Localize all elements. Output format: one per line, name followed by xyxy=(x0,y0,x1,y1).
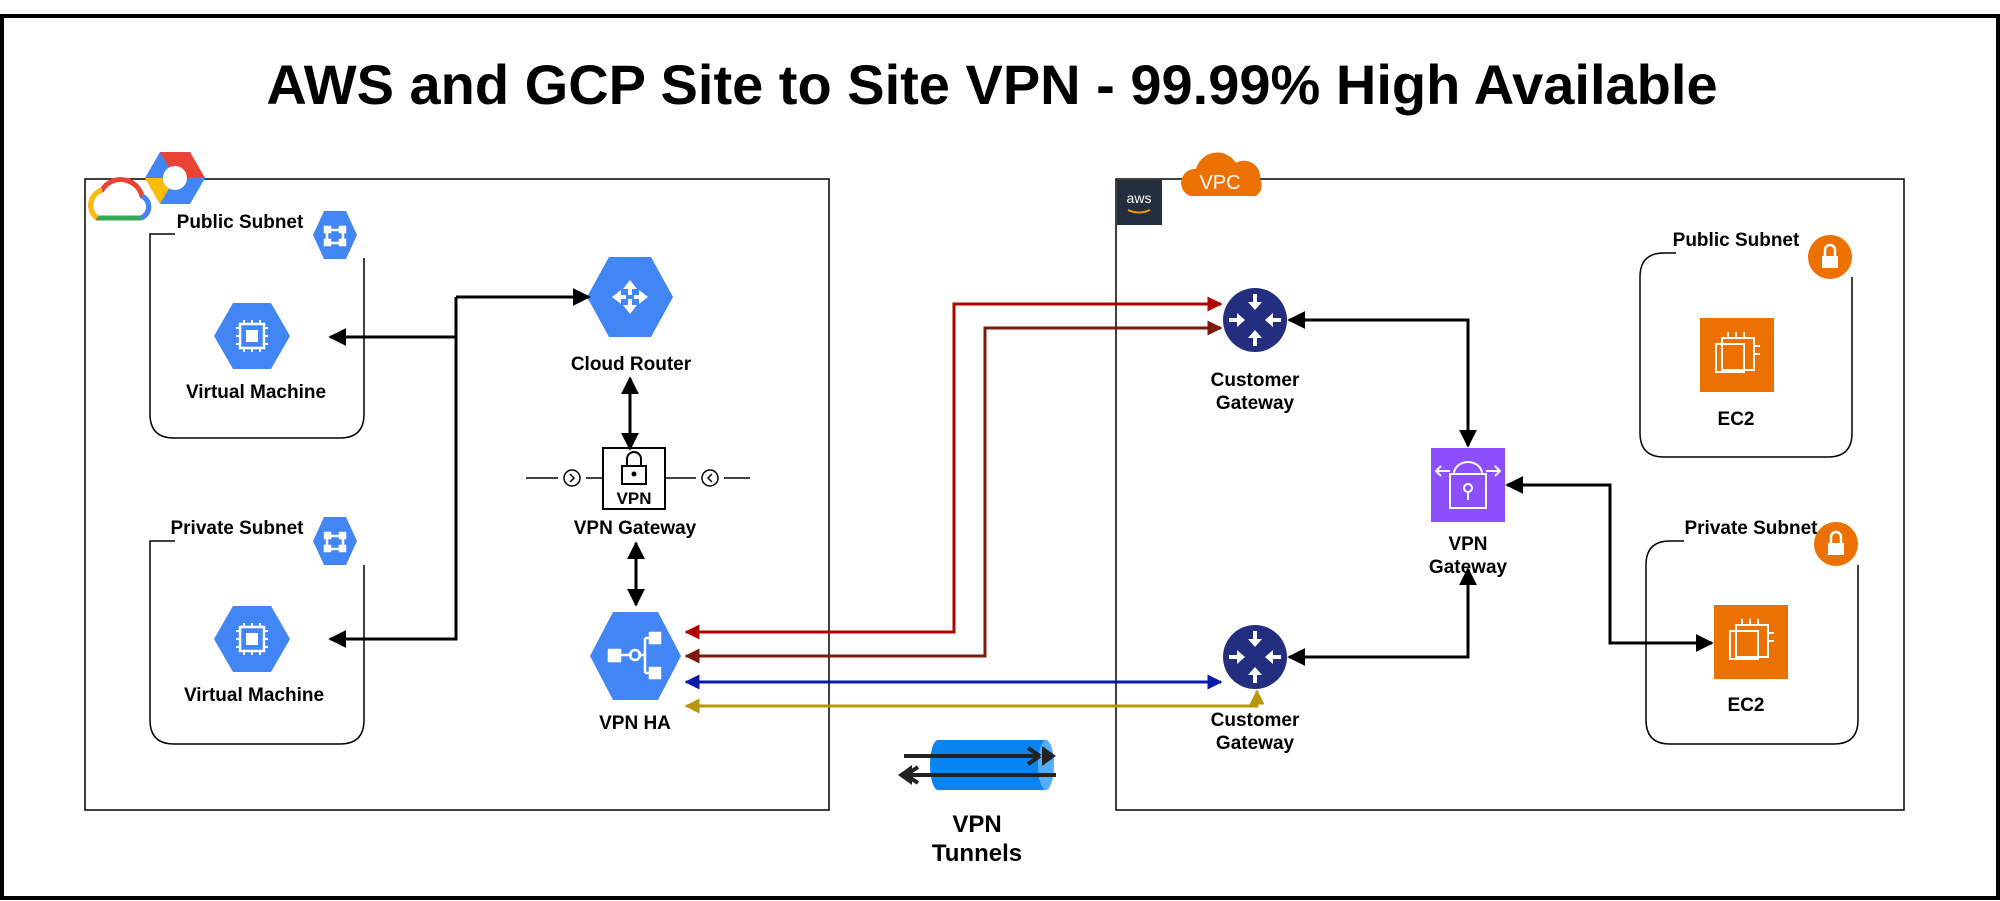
ec2-icon xyxy=(1700,318,1774,392)
cloud-router-label: Cloud Router xyxy=(571,354,692,375)
customer-gateway-2-label-line2: Gateway xyxy=(1216,733,1295,754)
vpn-tunnels-label-line2: Tunnels xyxy=(932,840,1022,867)
customer-gateway-icon xyxy=(1223,625,1287,689)
gcp-public-subnet-box xyxy=(149,233,365,439)
google-cloud-logo-icon xyxy=(88,177,152,221)
customer-gateway-1-label-line2: Gateway xyxy=(1216,393,1295,414)
virtual-machine-icon xyxy=(214,606,290,672)
vpn-gateway-icon-text: VPN xyxy=(617,489,652,508)
customer-gateway-1-label-line1: Customer xyxy=(1211,370,1300,391)
diagram-title: AWS and GCP Site to Site VPN - 99.99% Hi… xyxy=(266,53,1717,116)
gcp-private-subnet-box xyxy=(149,540,365,745)
customer-gateway-2-label-line1: Customer xyxy=(1211,710,1300,731)
gcp-vpc-hexagon-logo-icon xyxy=(145,152,205,204)
connector-cgw1-vpn-gateway xyxy=(1287,311,1477,448)
subnet-icon xyxy=(313,211,357,259)
gcp-vm-public-label: Virtual Machine xyxy=(186,382,326,403)
lock-icon xyxy=(1808,235,1852,279)
connector-vpn-gateway-ec2 xyxy=(1505,476,1714,652)
vpn-tunnel-gold xyxy=(684,689,1265,714)
vpn-gateway-icon xyxy=(526,447,750,510)
subnet-icon xyxy=(313,517,357,565)
aws-vpn-gateway-icon xyxy=(1431,448,1505,522)
vpc-cloud-icon: VPC xyxy=(1181,152,1262,196)
aws-public-subnet-box xyxy=(1639,252,1853,458)
vpc-cloud-text: VPC xyxy=(1199,172,1240,194)
vpn-tunnels-label-line1: VPN xyxy=(952,811,1001,838)
aws-logo-text: aws xyxy=(1127,190,1152,206)
connector-cgw2-vpn-gateway xyxy=(1287,567,1477,666)
vpn-tunnel-darkred xyxy=(684,320,1223,664)
aws-logo-icon: aws xyxy=(1117,180,1162,225)
customer-gateway-icon xyxy=(1223,288,1287,352)
vpn-tunnels-icon xyxy=(898,740,1056,790)
ec2-public-label: EC2 xyxy=(1718,409,1755,430)
gcp-vpn-gateway-label: VPN Gateway xyxy=(574,518,697,539)
ec2-private-label: EC2 xyxy=(1728,695,1765,716)
cloud-router-icon xyxy=(587,257,673,337)
ec2-icon xyxy=(1714,605,1788,679)
connector-to-private-vm xyxy=(328,337,458,648)
aws-vpn-gateway-label-line1: VPN xyxy=(1448,534,1487,555)
virtual-machine-icon xyxy=(214,303,290,369)
gcp-vm-private-label: Virtual Machine xyxy=(184,685,324,706)
aws-public-subnet-label: Public Subnet xyxy=(1673,230,1800,251)
lock-icon xyxy=(1814,522,1858,566)
gcp-private-subnet-label: Private Subnet xyxy=(170,518,304,539)
vpn-ha-icon xyxy=(590,612,681,700)
gcp-public-subnet-label: Public Subnet xyxy=(177,212,304,233)
vpn-ha-label: VPN HA xyxy=(599,713,671,734)
aws-private-subnet-label: Private Subnet xyxy=(1684,518,1818,539)
